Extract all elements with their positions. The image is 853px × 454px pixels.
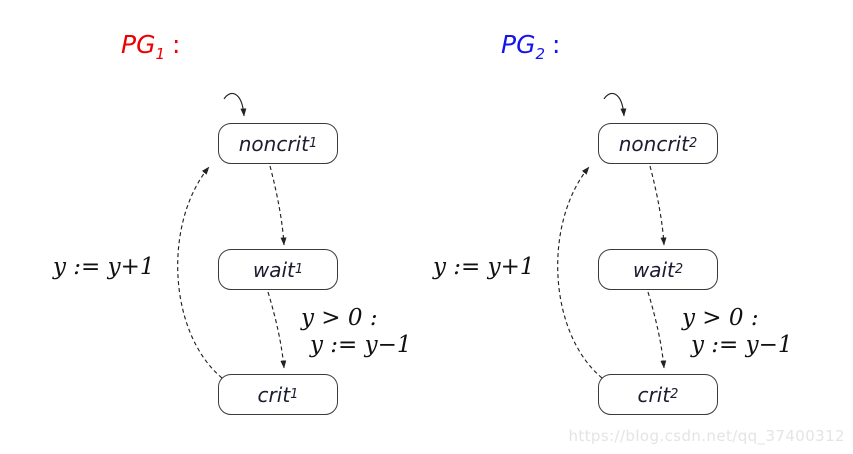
pg2-title: PG2:	[501, 30, 561, 62]
pg1-title: PG1:	[121, 30, 181, 62]
pg2-initial-arrow	[603, 92, 627, 117]
pg2-label-guard-decrement: y > 0 : y := y−1	[682, 305, 793, 359]
pg1-title-colon: :	[172, 30, 181, 59]
pg2-title-name: PG	[501, 30, 536, 59]
watermark-text: https://blog.csdn.net/qq_37400312	[568, 427, 845, 445]
pg1-label-guard-decrement: y > 0 : y := y−1	[301, 305, 412, 359]
pg2-edge-noncrit-to-wait	[649, 165, 667, 246]
pg2-edge-crit-to-noncrit	[557, 166, 603, 379]
pg2-label-decrement: y := y−1	[691, 332, 793, 358]
pg2-node-crit-label: crit	[637, 382, 671, 407]
pg1-edge-noncrit-to-wait	[269, 165, 287, 246]
pg1-edge-wait-to-crit	[267, 291, 287, 369]
pg1-label-increment: y := y+1	[53, 254, 155, 280]
pg1-title-subscript: 1	[155, 45, 165, 63]
pg2-node-wait-label: wait	[632, 257, 675, 282]
pg1-label-guard: y > 0 :	[301, 305, 378, 331]
pg2-title-colon: :	[552, 30, 561, 59]
pg1-node-wait-label: wait	[252, 257, 295, 282]
pg2-label-guard: y > 0 :	[682, 305, 759, 331]
pg2-edge-wait-to-crit	[647, 291, 667, 369]
pg2-node-noncrit-label: noncrit	[618, 131, 689, 156]
pg1-initial-arrow	[223, 92, 247, 117]
pg1-edge-crit-to-noncrit	[177, 166, 223, 379]
pg1-label-decrement: y := y−1	[310, 332, 412, 358]
pg2-title-subscript: 2	[535, 45, 545, 63]
pg1-node-noncrit-label: noncrit	[238, 131, 309, 156]
pg1-title-name: PG	[121, 30, 156, 59]
pg2-label-increment: y := y+1	[433, 254, 535, 280]
pg1-node-crit-label: crit	[257, 382, 291, 407]
